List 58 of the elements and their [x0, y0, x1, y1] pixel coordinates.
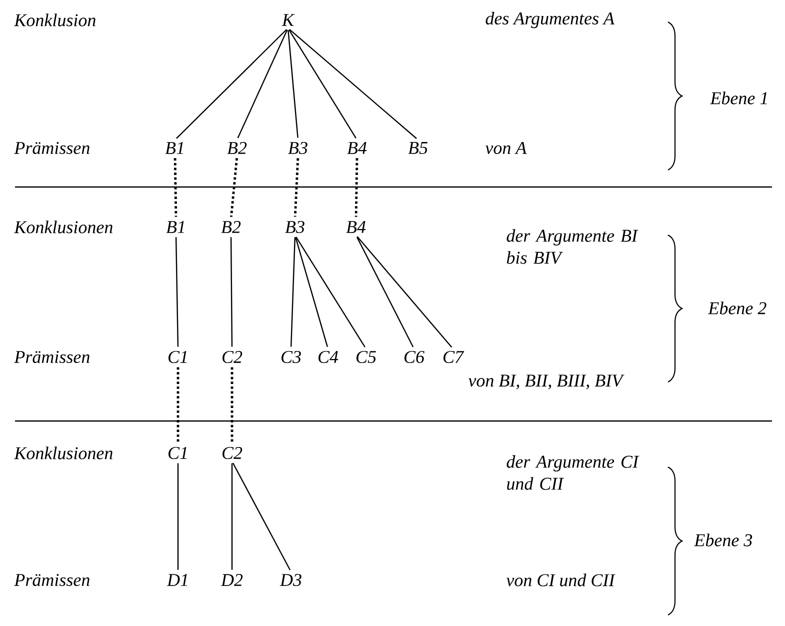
side-note: der Argumente CI und CII — [506, 455, 640, 490]
dotted-line — [354, 158, 358, 217]
node-label: C5 — [356, 350, 376, 364]
node-label: B1 — [165, 142, 184, 154]
dotted-line — [176, 367, 180, 443]
row-label: Konklusionen — [14, 446, 112, 460]
connector-line — [288, 29, 356, 138]
level-label: Ebene 1 — [710, 92, 767, 104]
node-label: C2 — [222, 446, 242, 460]
connector-line — [296, 236, 366, 348]
side-note: der Argumente BI bis BIV — [506, 229, 638, 264]
side-note: des Argumentes A — [486, 12, 615, 28]
row-label: Konklusion — [14, 14, 96, 26]
dotted-line — [294, 158, 300, 217]
dotted-line — [174, 158, 178, 217]
connector-line — [176, 29, 287, 139]
node-label: B4 — [347, 142, 367, 154]
connector-line — [288, 30, 298, 138]
level-label: Ebene 3 — [694, 534, 752, 546]
node-label: C1 — [168, 446, 187, 460]
connector-line — [231, 463, 233, 570]
connector-line — [294, 237, 328, 347]
node-label: C4 — [318, 350, 338, 364]
side-note: von A — [485, 142, 527, 154]
connector-line — [232, 462, 291, 570]
dotted-line — [230, 158, 238, 217]
node-label: C2 — [222, 350, 242, 364]
row-label: Prämissen — [14, 574, 90, 586]
connector-line — [177, 463, 179, 570]
node-label: B3 — [288, 142, 308, 154]
connector-line — [290, 237, 296, 347]
node-label: B4 — [346, 221, 366, 233]
node-label: B2 — [227, 142, 247, 154]
node-label: C6 — [404, 350, 424, 364]
node-label: B2 — [221, 221, 241, 233]
node-label: C7 — [444, 350, 464, 364]
connector-line — [175, 237, 179, 347]
row-label: Konklusionen — [14, 220, 112, 234]
node-label: D3 — [280, 574, 302, 586]
connector-line — [356, 236, 414, 348]
connector-line — [230, 237, 233, 347]
level-label: Ebene 2 — [708, 302, 766, 314]
side-note: von BI, BII, BIII, BIV — [468, 374, 624, 390]
side-note: von CI und CII — [506, 574, 616, 586]
connector-line — [356, 236, 452, 348]
row-label: Prämissen — [14, 350, 90, 364]
node-label: B3 — [285, 220, 304, 234]
node-label: B5 — [408, 142, 428, 154]
node-label: D2 — [220, 574, 243, 586]
node-label: D1 — [166, 574, 188, 586]
dotted-line — [230, 367, 234, 443]
row-label: Prämissen — [14, 142, 90, 154]
connector-line — [289, 28, 417, 139]
node-label: K — [282, 14, 295, 26]
node-label: C1 — [168, 350, 187, 364]
node-label: B1 — [166, 221, 184, 233]
connector-line — [237, 30, 288, 138]
node-label: C3 — [282, 350, 301, 364]
